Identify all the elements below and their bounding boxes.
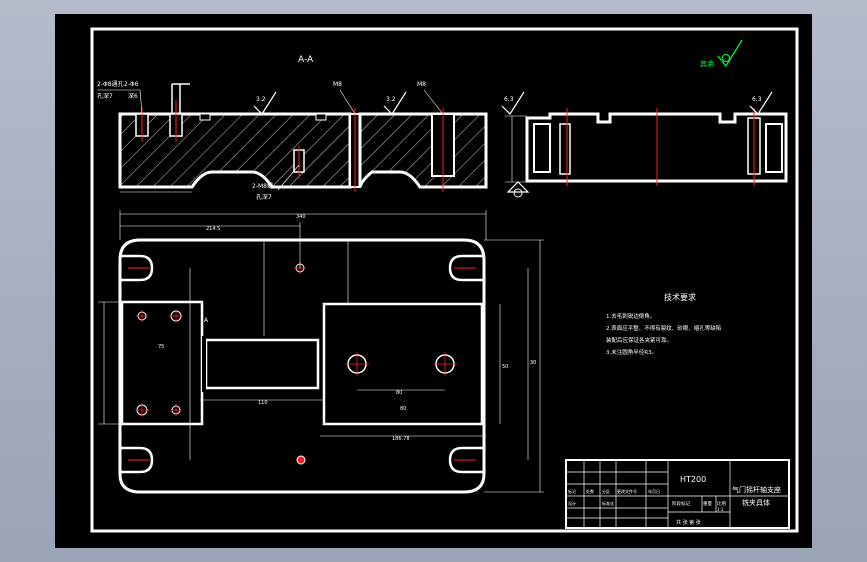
tech-req-line-2: 2.表面应平整、不得有裂纹、砂眼、缩孔等缺陷 [606, 324, 721, 332]
hole-spec-left-3: 2-Φ6 [124, 81, 139, 88]
tech-req-line-4: 3.未注圆角半径R3。 [606, 348, 657, 356]
tb-standard-label: 标准化 [602, 500, 614, 506]
dim-small-3: 50 [502, 364, 508, 370]
side-view-body [525, 112, 788, 183]
drawing-name-2: 铣夹具体 [742, 498, 770, 507]
tb-weight-label: 重量 [703, 500, 712, 507]
hole-spec-left-2: 孔深7 [97, 92, 113, 100]
drawing-name-1: 气门摇杆轴支座 [732, 485, 781, 494]
tb-row-label-4: 更改文件号 [617, 488, 637, 494]
tech-req-title: 技术要求 [664, 292, 696, 302]
dim-mid: 80 [396, 390, 402, 396]
right-pocket [322, 302, 484, 426]
section-label: A-A [298, 55, 314, 65]
tb-row-label-5: 年月日 [648, 488, 660, 494]
tb-design-label: 设计 [568, 500, 576, 506]
svg-text:3.2: 3.2 [386, 96, 396, 103]
side-slot-right [765, 123, 783, 173]
hole-spec-left-1: 2-Φ8通孔 [97, 80, 124, 88]
tb-scale-value: 1:1 [717, 507, 724, 512]
tb-row-label-1: 标记 [568, 488, 576, 494]
u-slot-bl [120, 446, 154, 474]
section-view-a-a: A-A 2-Φ8通孔 孔深7 2-Φ6 深6 2-M8螺 孔深7 M8 M8 [97, 55, 488, 201]
u-slot-tl [120, 254, 154, 282]
roughness-mark-3: 6.3 [501, 91, 525, 115]
dim-bottom-span: 186.78 [392, 436, 410, 442]
m8-label-2: M8 [417, 81, 426, 88]
m8-label-1: M8 [333, 81, 342, 88]
tech-req-line-3: 装配后应保证各夹紧可靠。 [606, 336, 672, 344]
dim-overall-width: 340 [296, 214, 306, 220]
tb-stage-label: 阶段标记 [672, 500, 690, 507]
tb-row-label-2: 处数 [586, 488, 594, 494]
dim-small-1: 75 [158, 344, 164, 350]
datum-mark [506, 181, 530, 198]
roughness-mark-1: 3.2 [253, 91, 277, 115]
dim-inner-width: 214.5 [206, 226, 220, 232]
datum-label: A [204, 317, 209, 324]
drawing-border [90, 27, 799, 533]
roughness-mark-4: 6.3 [749, 91, 773, 115]
u-slot-tr [448, 254, 484, 282]
hole-spec-bottom-1: 2-M8螺 [252, 182, 273, 190]
svg-text:6.3: 6.3 [752, 96, 762, 103]
section-notch-1 [199, 113, 211, 121]
tb-scale-label: 比例 [717, 500, 726, 507]
dim-small-4: 80 [400, 406, 406, 412]
title-block: HT200 气门摇杆轴支座 铣夹具体 标记 处数 分区 更改文件号 年月日 设计… [565, 459, 790, 529]
roughness-note-label: 其余 [700, 59, 714, 68]
tb-row-label-3: 分区 [602, 488, 610, 494]
side-slot-left [533, 123, 551, 173]
plan-body-outline [118, 238, 486, 494]
tb-sheet-label: 共 张 第 张 [676, 519, 701, 526]
tech-req-line-1: 1.去毛刺锐边倒角。 [606, 312, 655, 320]
section-notch-2 [315, 113, 327, 121]
roughness-mark-2: 3.2 [383, 91, 407, 115]
tech-requirements: 技术要求 1.去毛刺锐边倒角。 2.表面应平整、不得有裂纹、砂眼、缩孔等缺陷 装… [606, 292, 721, 356]
general-roughness-note: 其余 [700, 39, 743, 68]
dim-small-5: 30 [530, 360, 536, 366]
hole-spec-bottom-2: 孔深7 [256, 193, 272, 201]
side-slot-2 [559, 123, 571, 175]
u-slot-br [448, 446, 484, 474]
hole-spec-left-4: 深6 [128, 92, 138, 100]
side-view: 6.3 6.3 [501, 91, 788, 198]
drawing-background [55, 14, 812, 548]
material-label: HT200 [680, 475, 706, 484]
svg-text:6.3: 6.3 [504, 96, 514, 103]
plan-view: 340 214.5 186.78 80 75 110 50 80 30 A [98, 210, 544, 494]
svg-text:3.2: 3.2 [256, 96, 266, 103]
dim-small-2: 110 [258, 400, 268, 406]
